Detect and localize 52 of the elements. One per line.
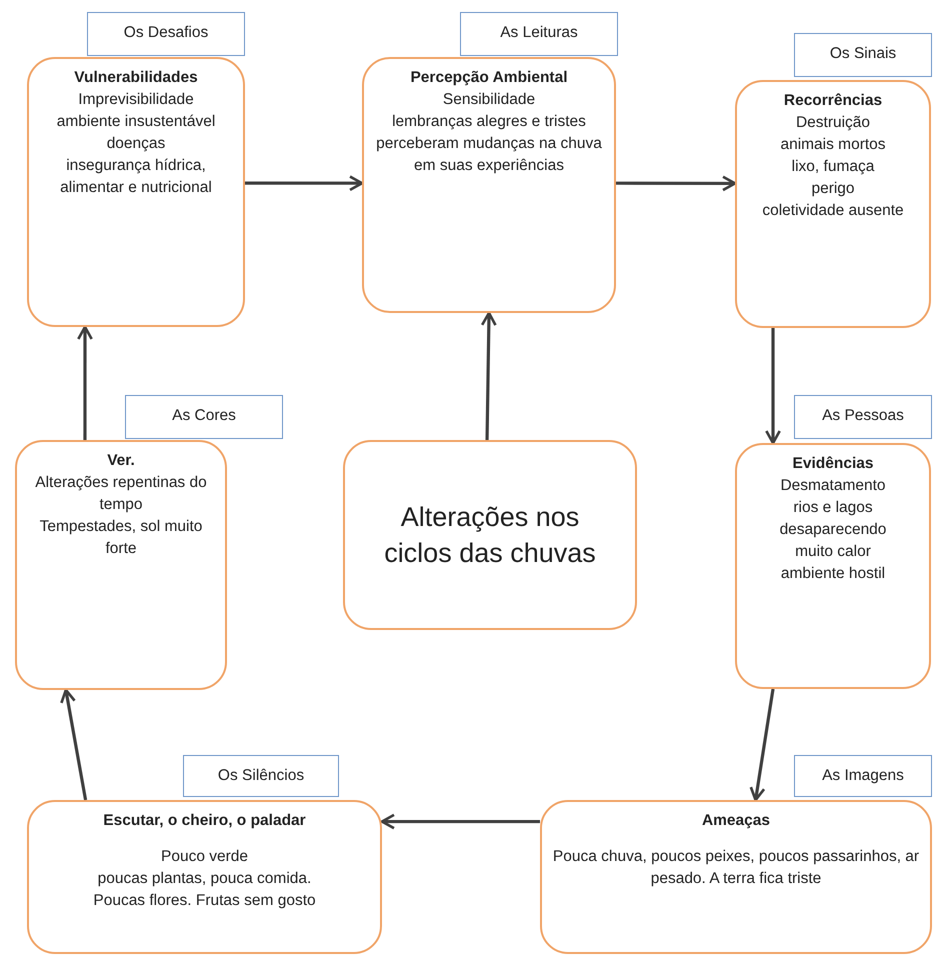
arrow	[765, 328, 782, 444]
box-text: coletividade ausente	[762, 201, 904, 221]
arrow	[380, 814, 540, 830]
box-text: lixo, fumaça	[792, 157, 874, 177]
rounded-box	[15, 440, 227, 690]
tab-label: Os Desafios	[87, 12, 245, 56]
box-heading: Evidências	[792, 454, 874, 474]
arrow	[76, 326, 93, 440]
box-text: Destruição	[796, 113, 870, 133]
box-text: Imprevisibilidade	[78, 90, 194, 110]
rounded-box	[362, 57, 616, 313]
tab-label: As Cores	[125, 395, 283, 439]
arrow	[60, 688, 88, 800]
box-heading: Percepção Ambiental	[410, 68, 568, 88]
box-text: perigo	[811, 179, 855, 199]
box-text: Tempestades, sol muito forte	[38, 517, 204, 559]
arrow	[480, 312, 497, 440]
rounded-box	[735, 80, 931, 328]
box-text: Poucas flores. Frutas sem gosto	[93, 891, 316, 911]
box-text: Pouca chuva, poucos peixes, poucos passarinhos, ar pesado. A terra fica triste	[552, 847, 920, 889]
tab-label: Os Sinais	[794, 33, 932, 77]
box-text: ambiente hostil	[780, 564, 886, 584]
tab-label: Os Silêncios	[183, 755, 339, 797]
box-heading: Vulnerabilidades	[74, 68, 198, 88]
box-text: insegurança hídrica, alimentar e nutricional	[59, 156, 213, 198]
arrow	[245, 175, 364, 192]
central-box	[343, 440, 637, 630]
box-text: poucas plantas, pouca comida.	[98, 869, 312, 889]
tab-label: As Imagens	[794, 755, 932, 797]
box-heading: Recorrências	[784, 91, 882, 111]
box-heading: Ver.	[107, 451, 135, 471]
arrow	[750, 688, 775, 802]
box-text: animais mortos	[780, 135, 886, 155]
rounded-box	[27, 57, 245, 327]
rounded-box	[735, 443, 931, 689]
box-heading: Ameaças	[702, 811, 770, 831]
arrow	[616, 175, 736, 192]
box-text: doenças	[106, 134, 166, 154]
rounded-box	[27, 800, 382, 954]
tab-label: As Pessoas	[794, 395, 932, 439]
box-text: ambiente insustentável	[56, 112, 216, 132]
box-text: Sensibilidade	[442, 90, 536, 110]
box-text: Alterações repentinas do tempo	[34, 473, 208, 515]
tab-label: As Leituras	[460, 12, 618, 56]
central-text: Alterações nos ciclos das chuvas	[383, 500, 597, 570]
box-text: Desmatamento	[780, 476, 886, 496]
box-heading: Escutar, o cheiro, o paladar	[103, 811, 306, 831]
rounded-box	[540, 800, 932, 954]
box-text: perceberam mudanças na chuva em suas experiências	[375, 134, 603, 176]
box-text: lembranças alegres e tristes	[392, 112, 586, 132]
box-text: Pouco verde	[160, 847, 248, 867]
box-text: muito calor	[795, 542, 871, 562]
